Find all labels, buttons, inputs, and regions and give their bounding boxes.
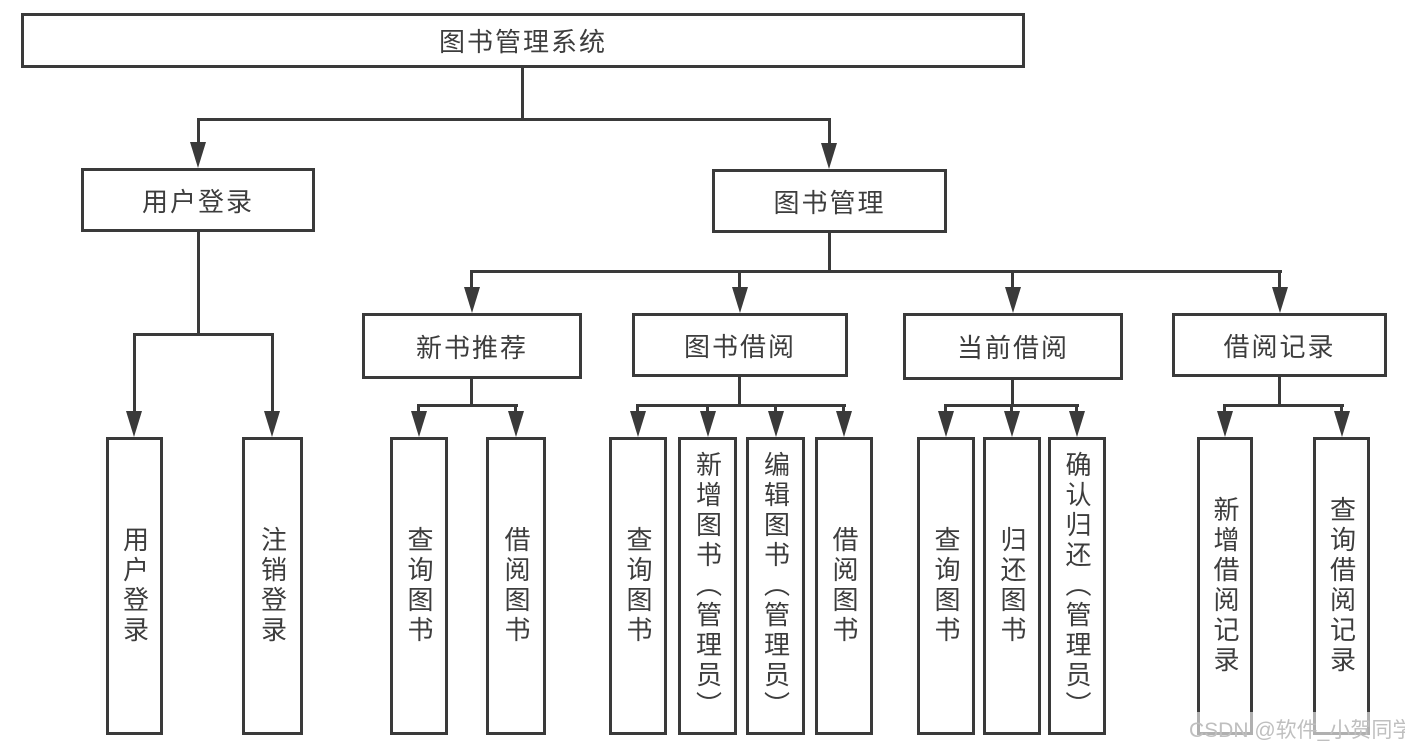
arrow-down-icon bbox=[630, 411, 646, 437]
connector-stem bbox=[271, 333, 274, 411]
node-label: 查询图书 bbox=[404, 526, 434, 646]
connector-stem bbox=[197, 118, 200, 144]
connector-vline bbox=[738, 377, 741, 407]
node-label: 用户登录 bbox=[119, 526, 150, 646]
arrow-down-icon bbox=[1272, 287, 1288, 313]
connector-stem bbox=[774, 404, 777, 413]
arrow-down-icon bbox=[836, 411, 852, 437]
leaf-newbook-borrow-books: 借阅图书 bbox=[486, 437, 546, 735]
connector-vline bbox=[521, 68, 524, 121]
connector-stem bbox=[470, 270, 473, 289]
arrow-down-icon bbox=[508, 411, 524, 437]
connector-stem bbox=[944, 404, 947, 413]
node-book-borrowing: 图书借阅 bbox=[632, 313, 848, 377]
leaf-records-add-record: 新增借阅记录 bbox=[1197, 437, 1253, 735]
node-new-book-recommendation: 新书推荐 bbox=[362, 313, 582, 379]
leaf-records-query-record: 查询借阅记录 bbox=[1313, 437, 1370, 735]
connector-stem bbox=[842, 404, 845, 413]
connector-vline bbox=[197, 232, 200, 336]
connector-stem bbox=[1010, 404, 1013, 413]
leaf-borrowing-edit-books-admin: 编辑图书（管理员） bbox=[746, 437, 805, 735]
node-label: 新书推荐 bbox=[415, 332, 528, 363]
connector-stem bbox=[1075, 404, 1078, 413]
connector-stem bbox=[636, 404, 639, 413]
node-borrowing-records: 借阅记录 bbox=[1172, 313, 1387, 377]
connector-stem bbox=[828, 118, 831, 144]
node-label: 图书借阅 bbox=[683, 331, 796, 362]
node-label: 借阅记录 bbox=[1223, 331, 1336, 362]
connector-stem bbox=[706, 404, 709, 413]
leaf-newbook-query-books: 查询图书 bbox=[390, 437, 448, 735]
connector-vline bbox=[1011, 379, 1014, 407]
leaf-borrowing-query-books: 查询图书 bbox=[609, 437, 667, 735]
leaf-logout: 注销登录 bbox=[242, 437, 303, 735]
node-label: 图书管理系统 bbox=[438, 27, 607, 57]
node-book-management: 图书管理 bbox=[712, 169, 947, 233]
node-label: 查询借阅记录 bbox=[1326, 496, 1357, 676]
connector-stem bbox=[1223, 404, 1226, 413]
arrow-down-icon bbox=[938, 411, 954, 437]
leaf-current-return-books: 归还图书 bbox=[983, 437, 1041, 735]
connector-hline bbox=[471, 270, 1282, 273]
arrow-down-icon bbox=[190, 142, 206, 168]
node-label: 注销登录 bbox=[257, 526, 288, 646]
node-label: 确认归还（管理员） bbox=[1062, 451, 1092, 721]
connector-stem bbox=[514, 404, 517, 413]
arrow-down-icon bbox=[700, 411, 716, 437]
node-user-login: 用户登录 bbox=[81, 168, 315, 232]
connector-hline bbox=[418, 404, 518, 407]
arrow-down-icon bbox=[464, 287, 480, 313]
connector-vline bbox=[1278, 377, 1281, 407]
node-label: 借阅图书 bbox=[829, 526, 859, 646]
node-label: 借阅图书 bbox=[501, 526, 531, 646]
arrow-down-icon bbox=[1069, 411, 1085, 437]
arrow-down-icon bbox=[732, 287, 748, 313]
connector-hline bbox=[636, 404, 846, 407]
node-label: 查询图书 bbox=[931, 526, 961, 646]
arrow-down-icon bbox=[1217, 411, 1233, 437]
arrow-down-icon bbox=[1334, 411, 1350, 437]
node-label: 新增图书（管理员） bbox=[692, 451, 723, 721]
node-label: 编辑图书（管理员） bbox=[760, 451, 791, 721]
node-label: 用户登录 bbox=[141, 186, 254, 217]
connector-hline bbox=[197, 118, 831, 121]
arrow-down-icon bbox=[411, 411, 427, 437]
connector-stem bbox=[1340, 404, 1343, 413]
arrow-down-icon bbox=[821, 143, 837, 169]
connector-stem bbox=[738, 270, 741, 289]
connector-stem bbox=[1278, 270, 1281, 289]
arrow-down-icon bbox=[1005, 287, 1021, 313]
connector-vline bbox=[828, 233, 831, 273]
arrow-down-icon bbox=[126, 411, 142, 437]
connector-stem bbox=[133, 333, 136, 411]
node-label: 新增借阅记录 bbox=[1210, 496, 1240, 676]
node-label: 图书管理 bbox=[773, 187, 886, 218]
leaf-current-confirm-return-admin: 确认归还（管理员） bbox=[1048, 437, 1106, 735]
node-label: 查询图书 bbox=[623, 526, 653, 646]
csdn-watermark: CSDN @软件_小贺同学 bbox=[1185, 712, 1405, 746]
arrow-down-icon bbox=[768, 411, 784, 437]
node-label: 当前借阅 bbox=[956, 333, 1069, 363]
leaf-user-login: 用户登录 bbox=[106, 437, 163, 735]
leaf-current-query-books: 查询图书 bbox=[917, 437, 975, 735]
arrow-down-icon bbox=[1004, 411, 1020, 437]
node-library-management-system: 图书管理系统 bbox=[21, 13, 1025, 68]
connector-stem bbox=[417, 404, 420, 413]
arrow-down-icon bbox=[264, 411, 280, 437]
leaf-borrowing-add-books-admin: 新增图书（管理员） bbox=[678, 437, 737, 735]
connector-vline bbox=[470, 378, 473, 407]
connector-stem bbox=[1011, 270, 1014, 289]
leaf-borrowing-borrow-books: 借阅图书 bbox=[815, 437, 873, 735]
connector-hline bbox=[1223, 404, 1344, 407]
node-label: 归还图书 bbox=[997, 526, 1027, 646]
node-current-borrowing: 当前借阅 bbox=[903, 313, 1123, 380]
connector-hline bbox=[133, 333, 274, 336]
